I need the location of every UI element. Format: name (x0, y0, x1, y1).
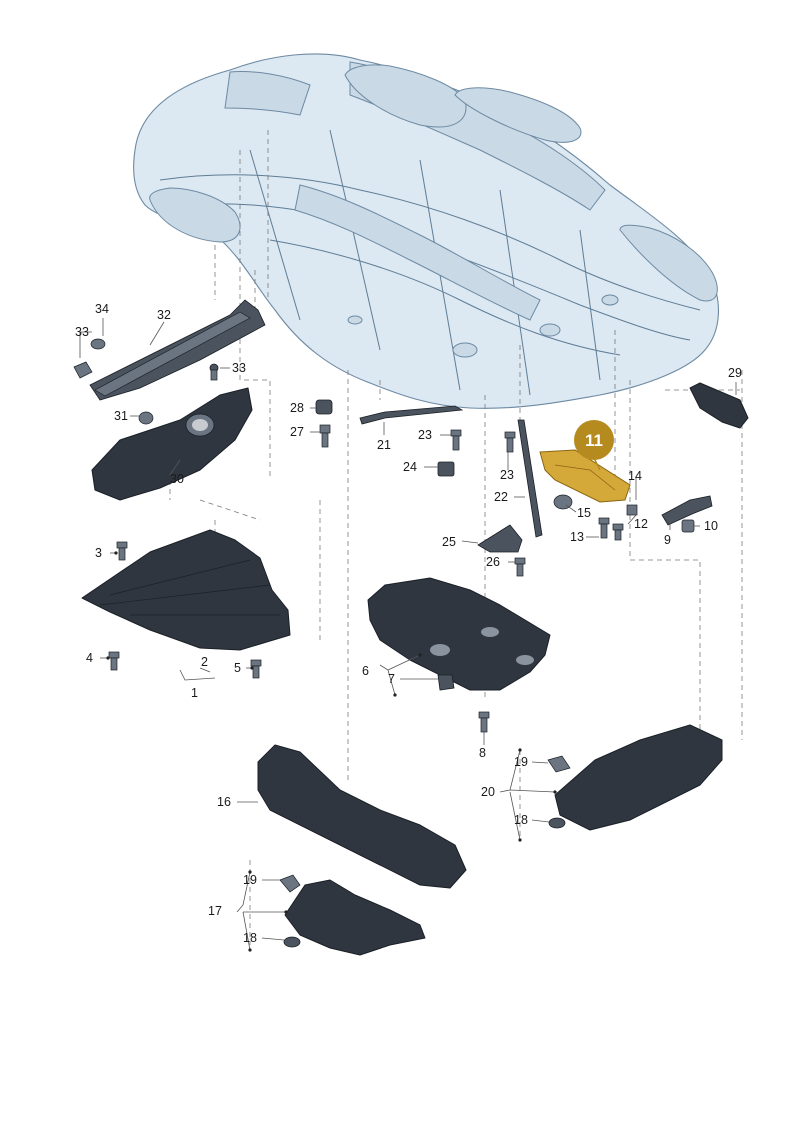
callout-33[interactable]: 33 (75, 325, 89, 339)
callout-21[interactable]: 21 (377, 438, 391, 452)
part-17-rear-shield (284, 879, 426, 956)
callout-26[interactable]: 26 (486, 555, 500, 569)
callout-9[interactable]: 9 (664, 533, 671, 547)
callout-22[interactable]: 22 (494, 490, 508, 504)
part-16-tunnel-shield (257, 744, 467, 889)
part-27-bolt (319, 424, 331, 448)
callout-11: 11 (585, 431, 603, 450)
part-12-clip (626, 504, 638, 516)
part-34-washer (90, 338, 106, 350)
part-26-bolt (514, 557, 526, 577)
part-30-wheelhouse-liner (91, 387, 253, 501)
part-6-center-underbody-panel (367, 577, 551, 691)
callout-19[interactable]: 19 (243, 873, 257, 887)
part-15-grommet (553, 494, 573, 510)
leader-lines (79, 318, 737, 952)
callout-18[interactable]: 18 (514, 813, 528, 827)
part-19-clip (279, 755, 571, 893)
callout-6[interactable]: 6 (362, 664, 369, 678)
callout-29[interactable]: 29 (728, 366, 742, 380)
part-21-brace (359, 405, 464, 425)
part-20-rear-underbody-shield (554, 724, 723, 831)
car-body-underside (133, 53, 719, 409)
callout-25[interactable]: 25 (442, 535, 456, 549)
part-5-bolt (250, 659, 262, 679)
callout-labels: 34 33 32 33 31 30 3 4 5 2 1 28 27 21 23 … (75, 302, 742, 945)
part-1-front-underbody-shield (81, 529, 291, 651)
callout-5[interactable]: 5 (234, 661, 241, 675)
part-24-nut (437, 461, 455, 477)
callout-16[interactable]: 16 (217, 795, 231, 809)
callout-20[interactable]: 20 (481, 785, 495, 799)
callout-27[interactable]: 27 (290, 425, 304, 439)
highlight-badge-11[interactable]: 11 (574, 420, 614, 471)
callout-32[interactable]: 32 (157, 308, 171, 322)
callout-1[interactable]: 1 (191, 686, 198, 700)
part-4-bolt (108, 651, 120, 671)
part-29-bracket (689, 382, 749, 429)
callout-2[interactable]: 2 (201, 655, 208, 669)
callout-30[interactable]: 30 (170, 472, 184, 486)
part-18-grommet (283, 817, 566, 948)
callout-8[interactable]: 8 (479, 746, 486, 760)
part-23-bolt (450, 429, 516, 453)
part-7-clip (437, 674, 455, 691)
part-10-nut (681, 519, 695, 533)
callout-4[interactable]: 4 (86, 651, 93, 665)
part-13-bolt (598, 517, 624, 541)
callout-13[interactable]: 13 (570, 530, 584, 544)
callout-3[interactable]: 3 (95, 546, 102, 560)
callout-34[interactable]: 34 (95, 302, 109, 316)
callout-33[interactable]: 33 (232, 361, 246, 375)
part-25-bracket (477, 524, 523, 553)
callout-24[interactable]: 24 (403, 460, 417, 474)
callout-7[interactable]: 7 (388, 672, 395, 686)
part-8-bolt (478, 711, 490, 733)
part-9-bracket (661, 495, 713, 526)
part-28-bump-stop (315, 399, 333, 415)
part-3-bolt (116, 541, 128, 561)
callout-23[interactable]: 23 (418, 428, 432, 442)
callout-14[interactable]: 14 (628, 469, 642, 483)
callout-23[interactable]: 23 (500, 468, 514, 482)
callout-12[interactable]: 12 (634, 517, 648, 531)
callout-15[interactable]: 15 (577, 506, 591, 520)
callout-19[interactable]: 19 (514, 755, 528, 769)
callout-31[interactable]: 31 (114, 409, 128, 423)
callout-10[interactable]: 10 (704, 519, 718, 533)
part-32-sill-trim (89, 299, 266, 401)
part-22-seal-strip (517, 419, 543, 538)
callout-28[interactable]: 28 (290, 401, 304, 415)
callout-17[interactable]: 17 (208, 904, 222, 918)
part-31-grommet (138, 411, 154, 425)
callout-18[interactable]: 18 (243, 931, 257, 945)
part-33-clip (73, 361, 219, 381)
